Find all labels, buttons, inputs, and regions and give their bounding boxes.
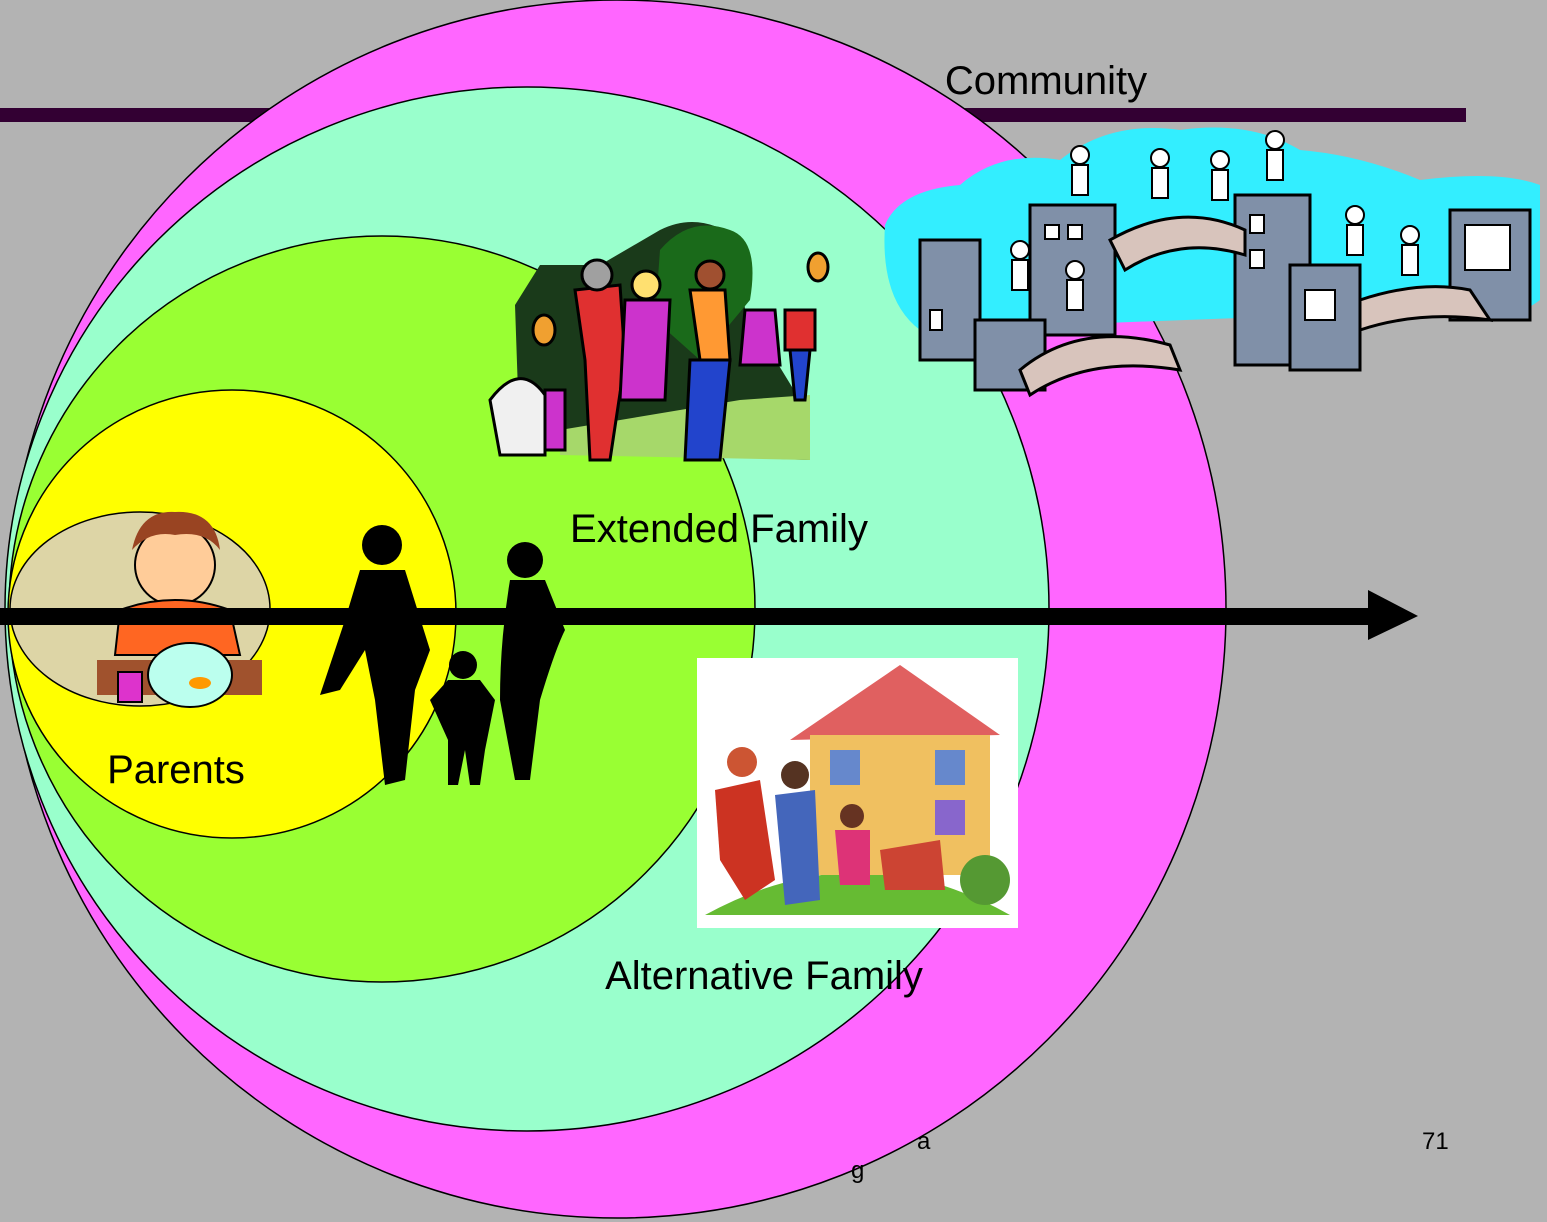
person-head [727,747,757,777]
balloon [531,313,557,347]
house-window [935,750,965,785]
child-hair [132,511,220,550]
lawn [560,395,810,460]
mother-head [507,542,543,578]
community-label: Community [945,59,1147,103]
person-blue-legs [683,358,732,462]
footer-fragment: a [917,1128,931,1155]
bush [960,855,1010,905]
building [918,238,982,362]
window [1304,289,1336,321]
window [1067,224,1083,240]
person-head [781,761,809,789]
extended-family-image [488,222,830,462]
window [1044,224,1060,240]
bridge [1108,215,1247,273]
people-figures [1010,130,1420,311]
toy-box [117,671,143,703]
person-blue [775,790,820,905]
child-head [840,804,864,828]
crouching-person [488,377,547,457]
arrow-head [1368,590,1418,640]
balloon [806,251,830,283]
person-red [573,283,627,462]
growth-arrow [0,590,1418,640]
fishbowl [147,642,233,708]
bridge [1358,285,1494,333]
footer-fragment: g [851,1157,864,1184]
child-pink [738,308,782,367]
fish [189,677,211,689]
window [929,309,943,331]
person-head [694,259,726,291]
alternative-family-image [697,658,1018,928]
dog [880,840,945,890]
bridge [1018,335,1183,398]
page-number: 71 [1422,1128,1449,1155]
father-head [362,525,402,565]
person-red-suit [715,780,775,900]
alternative-family-label: Alternative Family [605,954,923,998]
person-head [580,258,614,292]
window [1249,249,1265,269]
child-red [783,308,817,352]
child-legs [788,348,812,402]
child-head [449,651,477,679]
house-window [830,750,860,785]
mother-body [500,580,565,780]
community-city-image [884,127,1540,398]
house-window [935,800,965,835]
child-body [430,680,495,785]
child-pink [835,830,870,885]
house-roof [790,665,1000,740]
person-head [630,269,662,301]
extended-family-label: Extended Family [570,507,868,551]
window [1464,224,1511,271]
window [1249,214,1265,234]
parents-label: Parents [107,748,245,792]
small-child [543,388,567,452]
person-purple [618,298,672,402]
arrow-shaft [0,608,1375,625]
